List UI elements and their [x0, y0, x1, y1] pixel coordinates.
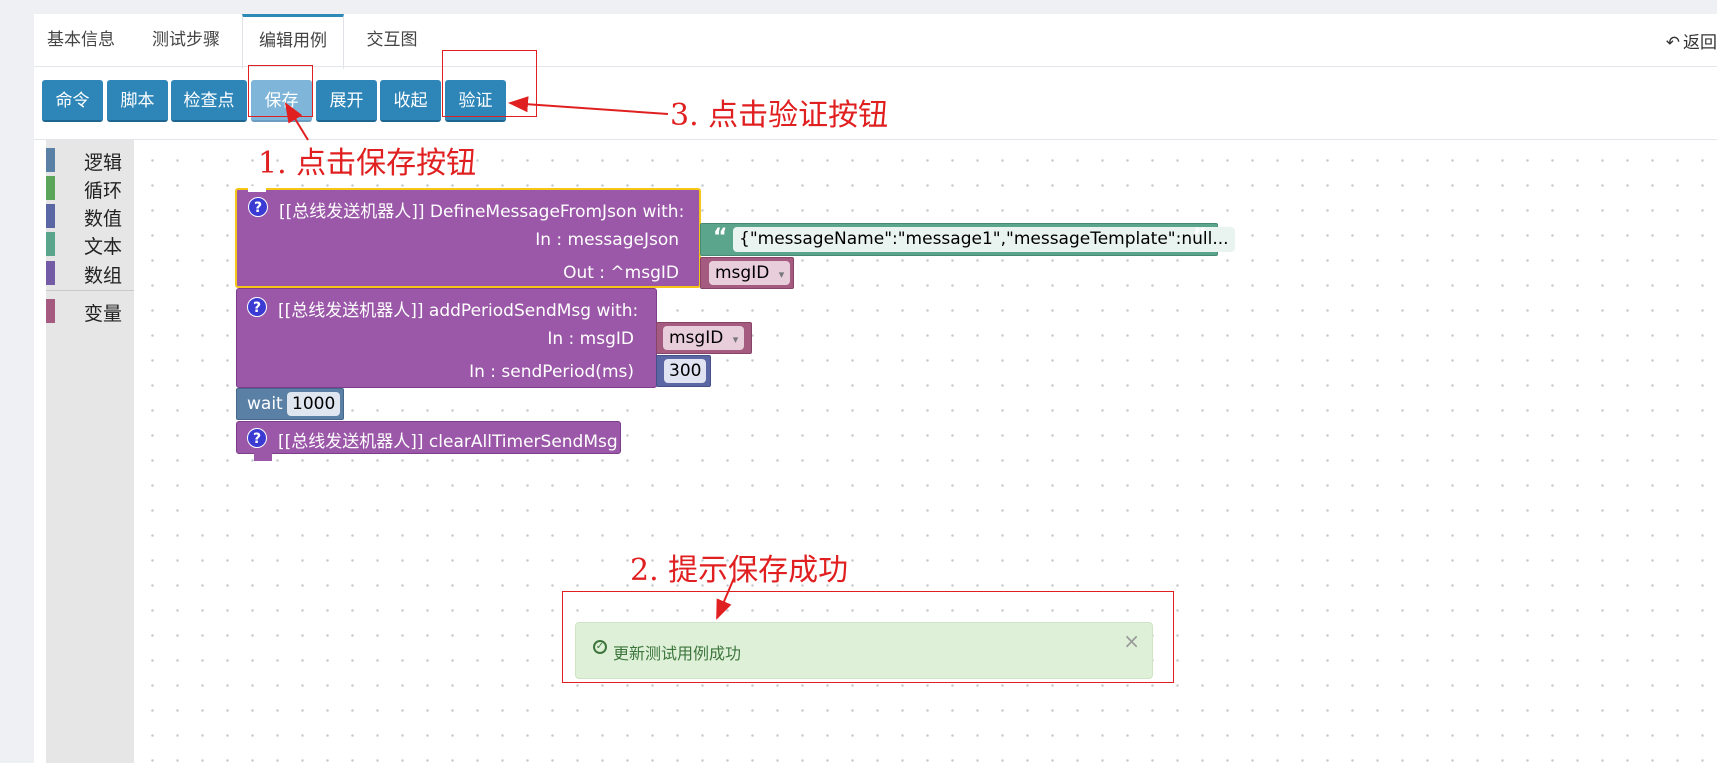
annotation-step2: 2. 提示保存成功	[630, 553, 849, 588]
input-label: In : msgID	[547, 329, 634, 349]
msgid-variable-block[interactable]: msgID ▾	[700, 257, 794, 289]
alert-highlight-box	[562, 591, 1174, 683]
verify-button[interactable]: 验证	[445, 80, 506, 122]
block-title: [[总线发送机器人]] clearAllTimerSendMsg	[278, 432, 618, 452]
toolbox-loops[interactable]: 循环	[46, 174, 134, 202]
arrow-step3	[508, 96, 669, 115]
back-button[interactable]: ↶返回	[1666, 28, 1717, 53]
close-alert-icon[interactable]: ×	[1123, 629, 1140, 653]
dropdown-arrow-icon: ▾	[778, 268, 785, 281]
input-label: In : sendPeriod(ms)	[469, 362, 634, 382]
back-icon: ↶	[1665, 33, 1680, 53]
toolbar-divider	[34, 139, 1717, 140]
block-notch	[248, 186, 266, 192]
save-highlight-box	[248, 65, 313, 117]
variable-name: msgID	[715, 263, 770, 283]
tab-basic-info[interactable]: 基本信息	[47, 30, 115, 50]
dropdown-arrow-icon: ▾	[732, 333, 739, 346]
period-value-field[interactable]: 300	[664, 359, 707, 383]
loops-swatch	[46, 176, 55, 200]
toolbox-separator	[46, 290, 134, 291]
tab-interaction-diagram[interactable]: 交互图	[366, 30, 418, 50]
block-toolbox: 逻辑 循环 数值 文本 数组 变量	[46, 140, 134, 763]
toolbox-label: 循环	[83, 180, 122, 202]
command-button[interactable]: 命令	[42, 80, 103, 122]
arrow-step1	[284, 102, 309, 141]
text-swatch	[46, 232, 55, 256]
success-alert: ✓ 更新测试用例成功 ×	[575, 622, 1153, 679]
alert-message: 更新测试用例成功	[613, 644, 742, 663]
main-panel: 基本信息 测试步骤 编辑用例 交互图 ↶返回 命令 脚本 检查点 保存 展开 收…	[34, 14, 1717, 763]
toolbox-label: 变量	[83, 303, 122, 325]
toolbox-label: 逻辑	[83, 152, 122, 174]
logic-swatch	[46, 148, 55, 172]
variable-dropdown[interactable]: msgID ▾	[663, 326, 745, 350]
variable-dropdown[interactable]: msgID ▾	[709, 261, 791, 285]
toolbox-label: 文本	[83, 236, 122, 258]
output-label: Out : ^msgID	[563, 263, 679, 283]
block-title: [[总线发送机器人]] DefineMessageFromJson with:	[279, 202, 685, 222]
toolbox-variables[interactable]: 变量	[46, 297, 134, 325]
annotation-step1: 1. 点击保存按钮	[258, 146, 477, 181]
tab-test-steps[interactable]: 测试步骤	[152, 30, 220, 50]
annotation-step3: 3. 点击验证按钮	[670, 98, 889, 133]
block-title: [[总线发送机器人]] addPeriodSendMsg with:	[278, 301, 639, 321]
expand-button[interactable]: 展开	[316, 80, 377, 122]
help-icon[interactable]: ?	[248, 197, 268, 217]
add-period-send-block[interactable]: ? [[总线发送机器人]] addPeriodSendMsg with: In …	[236, 288, 657, 388]
tab-divider	[34, 66, 1717, 67]
toolbox-math[interactable]: 数值	[46, 202, 134, 230]
verify-highlight-box	[442, 50, 537, 117]
toolbox-lists[interactable]: 数组	[46, 259, 134, 287]
toolbox-text[interactable]: 文本	[46, 230, 134, 258]
math-swatch	[46, 204, 55, 228]
collapse-button[interactable]: 收起	[380, 80, 441, 122]
variables-swatch	[46, 299, 55, 323]
toolbox-label: 数值	[83, 208, 122, 230]
clear-timer-block[interactable]: ? [[总线发送机器人]] clearAllTimerSendMsg	[236, 421, 621, 454]
wait-value-field[interactable]: 1000	[287, 392, 341, 416]
arrow-step2	[716, 577, 735, 620]
back-label: 返回	[1683, 33, 1717, 53]
tab-edit-case[interactable]: 编辑用例	[242, 14, 344, 69]
close-quote-icon: ”	[1192, 225, 1207, 250]
annotation-arrows	[284, 96, 735, 620]
check-circle-icon: ✓	[593, 640, 607, 654]
open-quote-icon: “	[713, 225, 728, 250]
wait-label: wait	[247, 394, 283, 414]
number-block[interactable]: 300	[656, 355, 711, 387]
variable-name: msgID	[669, 328, 724, 348]
json-value-field[interactable]: {"messageName":"message1","messageTempla…	[733, 227, 1235, 252]
help-icon[interactable]: ?	[247, 428, 267, 448]
json-text-block[interactable]: “ {"messageName":"message1","messageTemp…	[700, 223, 1235, 256]
toolbox-logic[interactable]: 逻辑	[46, 146, 134, 174]
block-notch	[254, 453, 272, 461]
help-icon[interactable]: ?	[247, 297, 267, 317]
msgid-variable-block[interactable]: msgID ▾	[656, 322, 752, 354]
input-label: In : messageJson	[535, 230, 679, 250]
wait-block[interactable]: wait 1000	[236, 388, 344, 420]
script-button[interactable]: 脚本	[107, 80, 168, 122]
lists-swatch	[46, 261, 55, 285]
checkpoint-button[interactable]: 检查点	[171, 80, 247, 122]
toolbox-label: 数组	[83, 265, 122, 287]
